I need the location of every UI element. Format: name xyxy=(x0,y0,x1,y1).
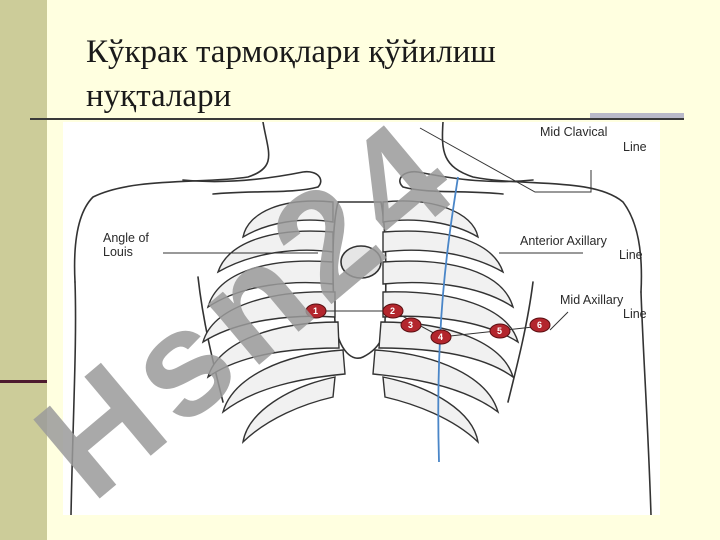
title-divider xyxy=(30,118,684,120)
label-mid-axillary-2: Line xyxy=(623,307,647,321)
lead-marker-3: 3 xyxy=(400,317,422,333)
clavicle-left xyxy=(182,170,322,195)
slide-title: Кўкрак тармоқлари қўйилиш нуқталари xyxy=(86,34,496,114)
lead-marker-4: 4 xyxy=(430,329,452,345)
label-mid-axillary-1: Mid Axillary xyxy=(560,293,624,307)
chest-lead-diagram: Mid Clavical Line Angle of Louis Anterio… xyxy=(63,122,660,515)
lead-marker-5: 5 xyxy=(489,323,511,339)
chest-anatomy-illustration: Mid Clavical Line Angle of Louis Anterio… xyxy=(70,122,652,515)
svg-text:2: 2 xyxy=(390,306,395,316)
mid-axillary-leader xyxy=(549,311,569,331)
mid-clavical-guide-line xyxy=(437,176,459,463)
svg-text:1: 1 xyxy=(313,306,318,316)
lead-marker-2: 2 xyxy=(382,303,404,319)
svg-text:5: 5 xyxy=(497,326,502,336)
ribs-right xyxy=(372,200,520,444)
lead-marker-6: 6 xyxy=(529,317,551,333)
body-outline-right xyxy=(441,122,643,293)
body-outline-left xyxy=(73,122,270,283)
ribs-left xyxy=(201,200,346,444)
mid-clavical-leader xyxy=(419,127,592,193)
lead-marker-1: 1 xyxy=(305,303,327,319)
label-anterior-axillary-2: Line xyxy=(619,248,643,262)
lead-markers: 1 2 3 4 5 6 xyxy=(305,303,551,345)
label-mid-clavical-2: Line xyxy=(623,140,647,154)
slide-sidebar xyxy=(0,0,47,540)
label-anterior-axillary-1: Anterior Axillary xyxy=(520,234,608,248)
label-mid-clavical-1: Mid Clavical xyxy=(540,125,607,139)
label-angle-of-louis-1: Angle of xyxy=(103,231,149,245)
title-divider-accent xyxy=(590,113,684,118)
svg-text:6: 6 xyxy=(537,320,542,330)
label-angle-of-louis-2: Louis xyxy=(103,245,133,259)
sidebar-accent-line xyxy=(0,380,47,383)
svg-text:4: 4 xyxy=(438,332,443,342)
sternum xyxy=(332,201,387,359)
svg-text:3: 3 xyxy=(408,320,413,330)
clavicle-right xyxy=(399,170,534,195)
